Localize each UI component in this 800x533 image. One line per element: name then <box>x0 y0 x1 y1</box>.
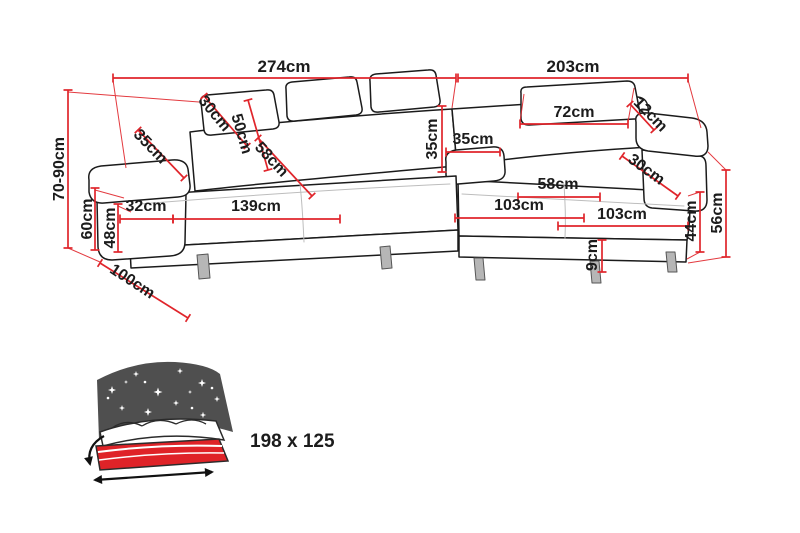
dim-label-chaise-total-height: 56cm <box>709 193 726 234</box>
dimension-lines <box>63 73 731 323</box>
dim-line-58-left <box>254 134 316 200</box>
headrest-flap-left-3 <box>369 69 441 113</box>
dim-label-chaise-length-outer: 103cm <box>597 206 647 223</box>
dim-label-seat-height: 48cm <box>102 208 119 249</box>
dim-label-armrest-height: 60cm <box>79 199 96 240</box>
dim-line-30-right <box>618 151 682 201</box>
bed-blanket <box>99 418 226 447</box>
dim-line-30-left <box>200 92 251 150</box>
sofa-leg <box>665 251 678 273</box>
sleeping-function-icon: 198 x 125 <box>84 361 335 485</box>
dim-label-seat-width-left: 139cm <box>231 198 281 215</box>
bed-pillows <box>111 419 207 429</box>
dim-label-right-headrest-width: 72cm <box>554 104 595 121</box>
dim-label-chaise-length-inner: 103cm <box>494 197 544 214</box>
dim-label-chaise-seat-depth: 58cm <box>538 176 579 193</box>
headrest-flap-left-2 <box>285 76 363 122</box>
dim-label-chaise-seat-height: 44cm <box>683 201 700 242</box>
width-arrow <box>93 467 214 485</box>
left-armrest-cushion <box>88 159 191 204</box>
dim-label-back-height: 70-90cm <box>51 137 68 201</box>
sheet-folds <box>97 444 225 461</box>
sofa-leg <box>196 253 211 280</box>
dim-line-12 <box>626 100 658 134</box>
sofa-leg <box>379 245 393 270</box>
dim-line-35-arm-left <box>134 126 188 182</box>
chaise-front <box>458 235 688 263</box>
dim-label-leg-height: 9cm <box>584 239 601 271</box>
dim-label-total-width-left: 274cm <box>258 57 311 76</box>
bed-size-label: 198 x 125 <box>250 431 335 452</box>
dim-label-corner-cushion-width: 35cm <box>453 131 494 148</box>
dim-line-100 <box>96 258 192 323</box>
stars <box>106 368 220 419</box>
dim-label-armrest-width-left: 32cm <box>126 198 167 215</box>
sofa-leg <box>473 257 486 281</box>
unfold-arrow <box>84 435 105 466</box>
dim-label-corner-back-height: 35cm <box>424 119 441 160</box>
sofa-legs <box>196 245 678 284</box>
dim-label-total-width-right: 203cm <box>547 57 600 76</box>
